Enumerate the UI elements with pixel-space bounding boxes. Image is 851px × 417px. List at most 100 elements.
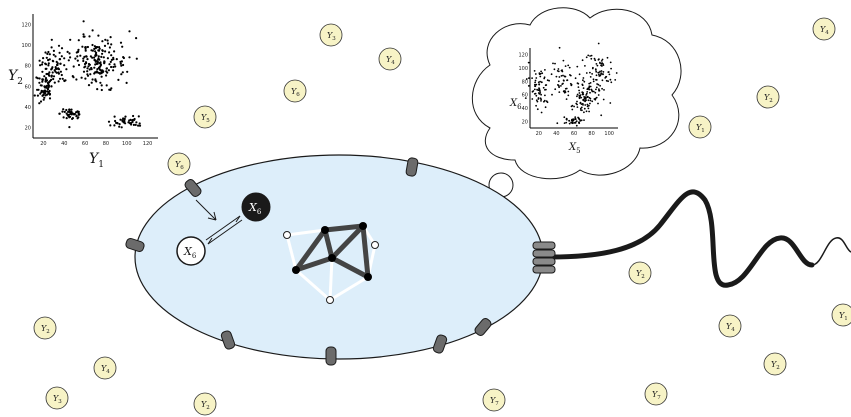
scatter-point: [565, 87, 568, 90]
scatter-point: [115, 58, 118, 61]
scatter-point: [60, 55, 63, 58]
scatter-point: [535, 99, 538, 102]
scatter-point: [552, 62, 554, 65]
molecule-y4: Y4: [93, 356, 117, 380]
scatter-point: [83, 66, 86, 69]
scatter-point: [582, 91, 584, 94]
scatter-point: [540, 93, 542, 96]
x-tick-label: 20: [536, 131, 542, 137]
scatter-point: [104, 38, 107, 41]
scatter-point: [595, 74, 598, 77]
scatter-point: [597, 71, 600, 74]
scatter-point: [533, 70, 536, 72]
scatter-point: [607, 80, 609, 83]
x-tick-label: 120: [143, 141, 153, 147]
scatter-point: [582, 104, 584, 106]
scatter-point: [532, 90, 535, 92]
scatter-point: [110, 87, 113, 90]
scatter-point: [596, 83, 598, 85]
scatter-point: [88, 35, 91, 38]
scatter-point: [602, 98, 605, 101]
scatter-point: [598, 73, 600, 76]
x-tick-label: 100: [604, 131, 614, 137]
thought-scatter-points: [524, 42, 618, 127]
scatter-point: [544, 69, 546, 71]
scatter-point: [58, 58, 61, 61]
scatter-point: [42, 57, 45, 60]
scatter-point: [586, 96, 588, 98]
scatter-point: [100, 75, 103, 78]
scatter-point: [98, 58, 101, 61]
scatter-point: [606, 56, 609, 59]
x-tick-label: 80: [103, 141, 109, 147]
scatter-point: [96, 68, 99, 71]
scatter-point: [558, 76, 561, 78]
x-tick-label: 100: [122, 141, 132, 147]
scatter-point: [534, 73, 537, 75]
y-tick-label: 80: [25, 64, 31, 70]
scatter-point: [574, 77, 577, 80]
scatter-point: [600, 64, 602, 67]
scatter-point: [65, 117, 68, 120]
molecule-y7: Y7: [482, 388, 506, 412]
scatter-point: [583, 99, 585, 102]
scatter-point: [539, 97, 542, 100]
scatter-point: [96, 88, 99, 91]
scatter-point: [585, 110, 588, 113]
molecule-label: Y7: [652, 390, 661, 401]
scatter-point: [69, 56, 72, 59]
scatter-point: [86, 70, 89, 73]
internal-inactive-molecule: X6: [176, 236, 206, 266]
scatter-point: [553, 68, 556, 71]
scatter-point: [609, 78, 612, 81]
scatter-point: [138, 124, 142, 127]
scatter-point: [84, 49, 87, 52]
main-y-label: Y2: [8, 68, 23, 87]
scatter-point: [578, 89, 580, 92]
scatter-point: [600, 114, 603, 117]
scatter-point: [82, 33, 85, 36]
scatter-point: [96, 60, 99, 64]
molecule-label: Y3: [327, 31, 336, 42]
scatter-point: [56, 62, 59, 65]
scatter-point: [574, 118, 576, 121]
scatter-point: [94, 47, 97, 50]
molecule-label: Y2: [41, 324, 50, 335]
scatter-point: [88, 68, 91, 71]
scatter-point: [48, 90, 51, 93]
scatter-point: [542, 86, 545, 89]
scatter-point: [109, 36, 112, 39]
scatter-point: [592, 78, 595, 81]
scatter-point: [106, 39, 109, 42]
scatter-point: [105, 84, 108, 87]
scatter-point: [84, 46, 87, 49]
network-node-light: [371, 241, 379, 249]
scatter-point: [587, 54, 590, 57]
scatter-point: [539, 72, 542, 75]
scatter-point: [99, 64, 102, 67]
scatter-point: [589, 102, 591, 105]
receptors: [125, 157, 492, 366]
scatter-point: [119, 60, 122, 64]
binding-arrow-line: [195, 199, 217, 221]
scatter-point: [598, 89, 601, 92]
scatter-point: [603, 89, 605, 91]
scatter-point: [545, 100, 548, 103]
scatter-point: [124, 122, 127, 125]
scatter-point: [541, 72, 544, 75]
scatter-point: [54, 70, 57, 73]
scatter-point: [113, 124, 116, 127]
scatter-point: [40, 63, 44, 66]
molecule-label: Y3: [53, 394, 62, 405]
scatter-point: [90, 81, 93, 84]
thought-x-label: X5: [568, 142, 581, 155]
scatter-point: [591, 90, 594, 93]
scatter-point: [599, 84, 601, 87]
scatter-point: [576, 95, 578, 98]
scatter-point: [53, 81, 56, 84]
scatter-point: [48, 53, 51, 56]
scatter-point: [599, 61, 601, 64]
scatter-point: [44, 85, 47, 88]
scatter-point: [91, 56, 94, 59]
